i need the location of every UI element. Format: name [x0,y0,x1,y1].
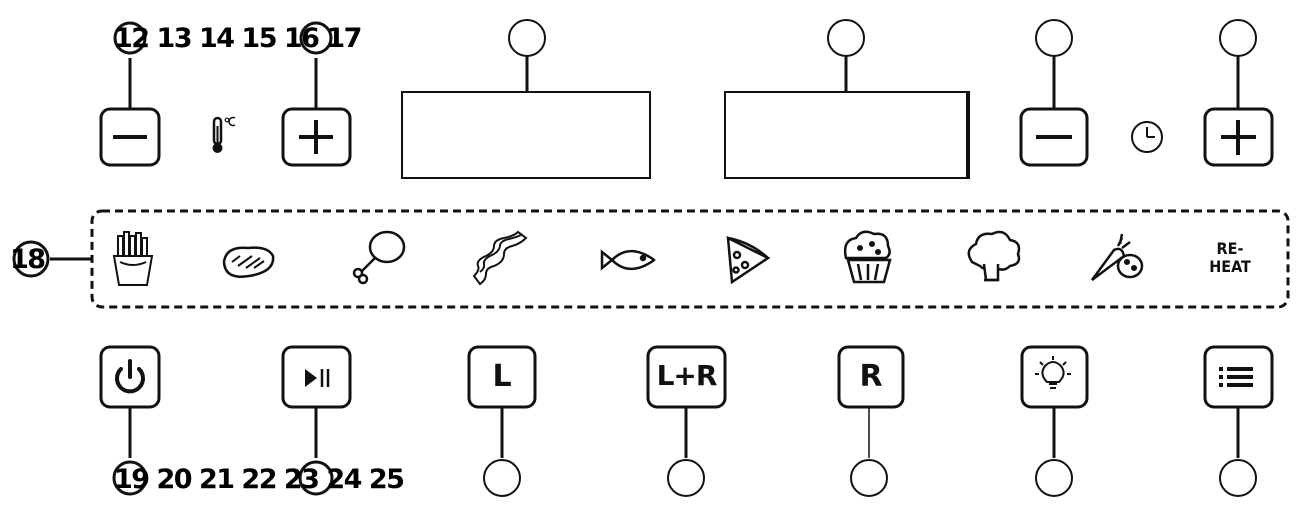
menu-icon [1219,367,1253,387]
clock-icon [1131,121,1163,153]
callout-numbers-bottom: 19 20 21 22 23 24 25 [114,464,405,495]
callout-both-zones [667,407,705,497]
time-plus-button[interactable] [1203,107,1274,167]
temp-minus-button[interactable] [99,107,161,167]
callout-light [1035,407,1073,497]
thermometer-icon [212,116,236,153]
temperature-display [401,91,651,179]
callout-numbers-top: 12 13 14 15 16 17 [114,23,362,54]
play-pause-icon [305,369,330,387]
plus-icon [299,120,333,154]
callout-temp-display [508,19,546,92]
callout-left-zone [483,407,521,497]
power-button[interactable] [99,345,161,409]
callout-time-minus [1035,19,1073,108]
pizza-icon[interactable] [726,235,771,285]
right-zone-button[interactable] [837,345,905,409]
callout-time-plus [1219,19,1257,108]
vegetables-icon[interactable] [1090,233,1144,281]
fish-icon[interactable] [600,249,656,271]
light-icon [1035,356,1071,389]
bacon-icon[interactable] [472,230,528,286]
power-icon [115,359,145,394]
reheat-preset[interactable]: RE- HEAT [1200,240,1260,275]
start-pause-button[interactable] [281,345,352,409]
broccoli-icon[interactable] [967,230,1021,282]
callout-number-18: 18 [10,244,46,275]
muffin-icon[interactable] [843,230,892,284]
drumstick-icon[interactable] [352,230,406,285]
callout-menu [1219,407,1257,497]
callout-24-marker [298,407,334,496]
both-zones-label: L+R [656,359,718,392]
time-display [724,91,970,179]
plus-icon [1221,120,1256,155]
callout-18-marker [12,240,92,278]
callout-12-marker [113,21,147,108]
reheat-line2: HEAT [1209,256,1251,276]
light-button[interactable] [1020,345,1089,409]
callout-time-display [827,19,865,92]
temp-plus-button[interactable] [281,107,352,167]
right-zone-label: R [859,359,883,394]
callout-19-marker [112,407,148,496]
fries-icon[interactable] [112,231,154,286]
callout-right-zone [850,407,888,497]
menu-button[interactable] [1203,345,1274,409]
time-minus-button[interactable] [1019,107,1089,167]
left-zone-label: L [492,359,512,394]
steak-icon[interactable] [222,246,275,278]
callout-17-marker [299,21,333,108]
reheat-line1: RE- [1216,239,1244,258]
